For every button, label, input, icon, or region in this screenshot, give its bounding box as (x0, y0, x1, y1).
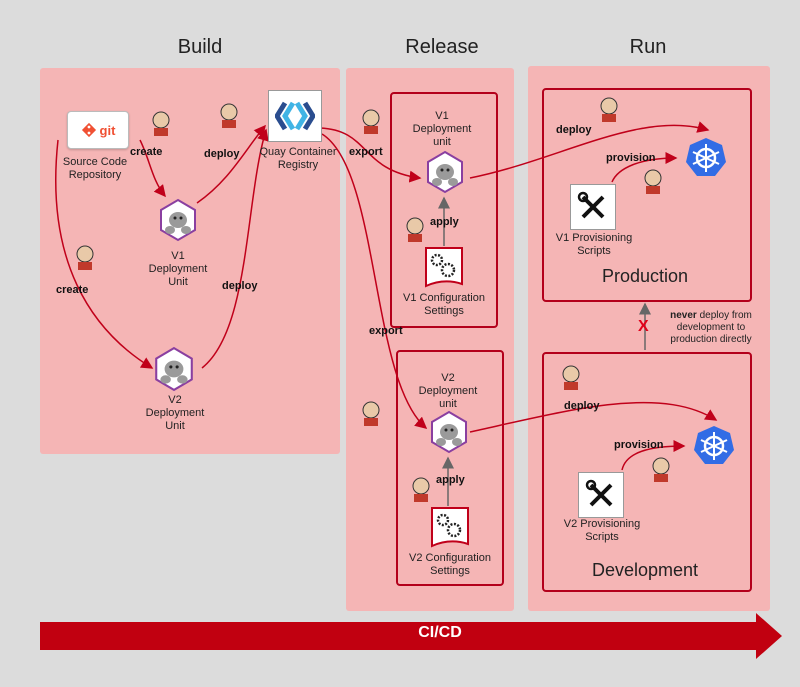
v2-release-unit-label: V2 Deployment unit (418, 372, 478, 410)
jenkins-icon (362, 109, 380, 134)
export-label-1: export (349, 146, 383, 158)
forbidden-x-mark: X (638, 318, 649, 335)
v1-release-unit-icon (427, 150, 463, 194)
column-title-release: Release (405, 36, 479, 58)
v1-release-box (390, 92, 498, 328)
never-bold: never (670, 310, 697, 321)
jenkins-icon (412, 477, 430, 502)
create-label-1: create (130, 146, 163, 158)
jenkins-icon (652, 457, 670, 482)
column-title-run: Run (629, 36, 667, 58)
v1-tools-icon (570, 184, 616, 230)
deploy-label-2: deploy (222, 280, 258, 292)
run-panel (528, 66, 770, 611)
v2-tools-icon (578, 472, 624, 518)
jenkins-icon (644, 169, 662, 194)
development-box (542, 352, 752, 592)
v2-release-box (396, 350, 504, 586)
jenkins-icon (406, 217, 424, 242)
git-icon (81, 122, 96, 138)
never-deploy-note: never deploy from development to product… (656, 310, 766, 346)
create-label-2: create (56, 284, 89, 296)
v1-config-label: V1 Configuration Settings (403, 292, 485, 317)
v1-provisioning-label: V1 Provisioning Scripts (555, 232, 633, 257)
v2-provisioning-label: V2 Provisioning Scripts (563, 518, 641, 543)
git-logo: git (67, 111, 129, 149)
production-box (542, 88, 752, 302)
column-title-build: Build (177, 36, 223, 58)
v2-config-label: V2 Configuration Settings (409, 552, 491, 577)
jenkins-icon (600, 97, 618, 122)
jenkins-icon (76, 245, 94, 270)
v1-config-gears-icon (425, 247, 463, 288)
v2-config-gears-icon (431, 507, 469, 548)
deploy-label-1: deploy (204, 148, 240, 160)
source-code-label: Source Code Repository (62, 156, 128, 181)
jenkins-icon (220, 103, 238, 128)
kubernetes-dev-icon (694, 426, 734, 464)
v1-deployment-unit-icon (160, 198, 196, 242)
development-title: Development (591, 560, 699, 580)
jenkins-icon (362, 401, 380, 426)
prod-deploy-label: deploy (556, 124, 592, 136)
jenkins-icon (562, 365, 580, 390)
never-text: deploy from development to production di… (670, 310, 752, 345)
v1-deployment-unit-label: V1 Deployment Unit (148, 250, 208, 288)
quay-label: Quay Container Registry (259, 146, 337, 171)
git-logo-text: git (99, 122, 116, 138)
dev-deploy-label: deploy (564, 400, 600, 412)
quay-logo (268, 90, 322, 142)
apply-label-1: apply (430, 216, 459, 228)
prod-provision-label: provision (606, 152, 656, 164)
quay-icon (275, 101, 315, 131)
v1-release-unit-label: V1 Deployment unit (412, 110, 472, 148)
export-label-2: export (369, 325, 403, 337)
v2-release-unit-icon (431, 410, 467, 454)
dev-provision-label: provision (614, 439, 664, 451)
jenkins-icon (152, 111, 170, 136)
cicd-bar-label: CI/CD (418, 624, 462, 641)
v2-deployment-unit-label: V2 Deployment Unit (145, 394, 205, 432)
production-title: Production (601, 266, 689, 286)
v2-deployment-unit-icon (155, 346, 193, 392)
apply-label-2: apply (436, 474, 465, 486)
kubernetes-prod-icon (686, 138, 726, 176)
